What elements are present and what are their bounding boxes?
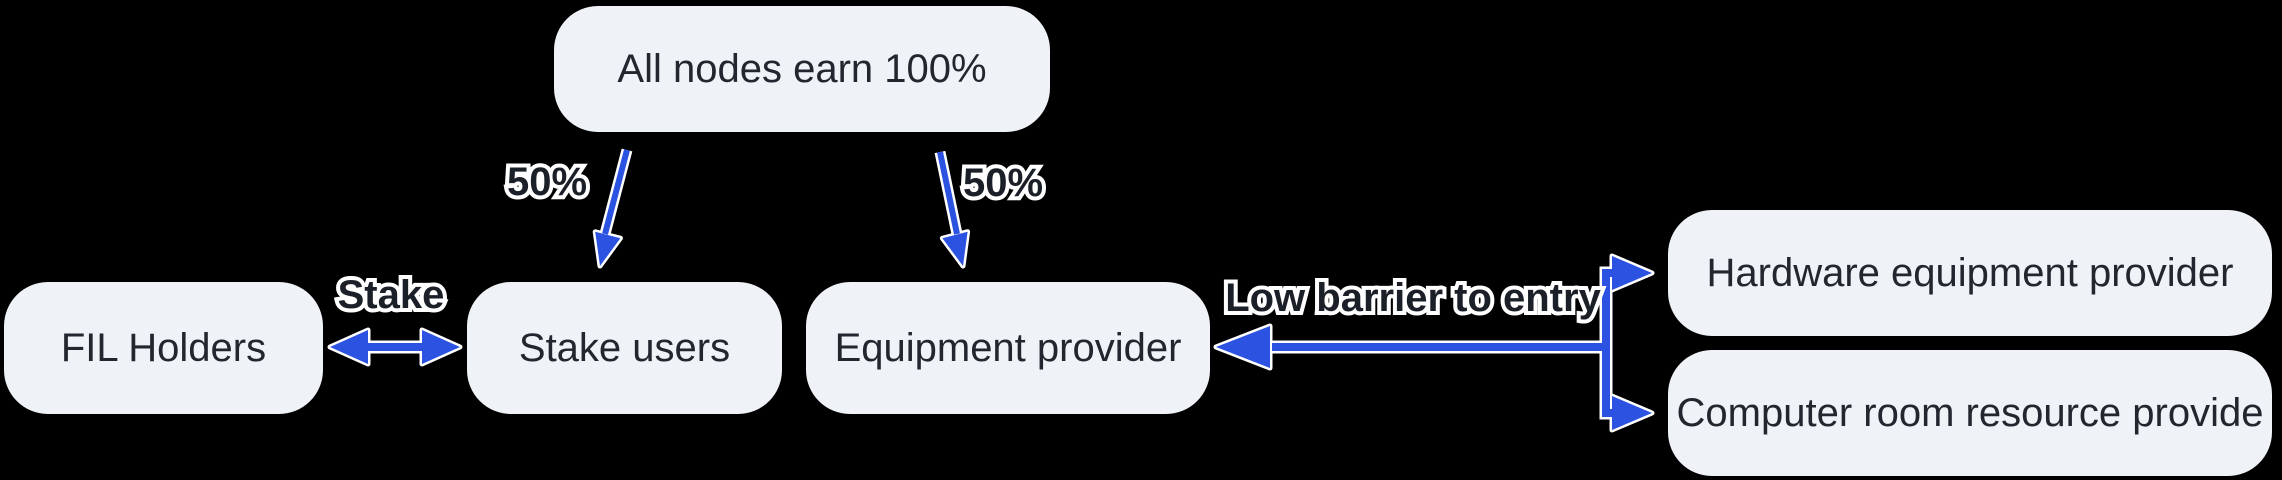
stake-arrow-right-head [422, 330, 460, 364]
stake-arrow-left-head [330, 330, 368, 364]
node-equipment-provider-label: Equipment provider [834, 326, 1182, 370]
node-stake-users-label: Stake users [518, 326, 731, 370]
edge-label-50-right: 50% 50% [959, 159, 1047, 207]
split-arrow-left [602, 149, 630, 235]
node-computer-room-resource: Computer room resource provide [1668, 350, 2272, 476]
edge-label-stake-outline: Stake [334, 271, 449, 319]
split-arrow-right [937, 151, 960, 235]
edge-label-low-barrier: Low barrier to entry Low barrier to entr… [1221, 274, 1605, 322]
node-computer-room-resource-label: Computer room resource provide [1676, 391, 2264, 435]
branch-connector [1602, 269, 1614, 417]
branch-arrow-top-head [1612, 256, 1652, 290]
node-fil-holders-label: FIL Holders [60, 326, 267, 370]
edge-label-50-left: 50% 50% [503, 158, 591, 206]
edge-label-low-barrier-outline: Low barrier to entry [1221, 274, 1605, 322]
edge-label-50-right-outline: 50% [959, 159, 1047, 207]
split-arrow-left-head [595, 231, 621, 266]
edge-label-50-left-text: 50% [506, 160, 588, 204]
split-arrow-right-head [942, 231, 968, 266]
node-all-nodes-earn: All nodes earn 100% [554, 6, 1050, 132]
branch-arrow-bottom-head [1612, 396, 1652, 430]
node-stake-users: Stake users [467, 282, 782, 414]
edge-label-stake-text: Stake [337, 273, 445, 317]
node-hardware-equipment-provider-label: Hardware equipment provider [1706, 251, 2234, 295]
edge-label-50-left-outline: 50% [503, 158, 591, 206]
edge-label-stake: Stake Stake [334, 271, 449, 319]
node-all-nodes-earn-label: All nodes earn 100% [617, 47, 987, 91]
low-barrier-arrow-head [1216, 326, 1270, 368]
node-equipment-provider: Equipment provider [806, 282, 1210, 414]
edge-label-low-barrier-text: Low barrier to entry [1225, 276, 1601, 320]
arrow-blue-layer [330, 149, 1652, 430]
node-hardware-equipment-provider: Hardware equipment provider [1668, 210, 2272, 336]
node-fil-holders: FIL Holders [4, 282, 323, 414]
edge-label-50-right-text: 50% [962, 161, 1044, 205]
